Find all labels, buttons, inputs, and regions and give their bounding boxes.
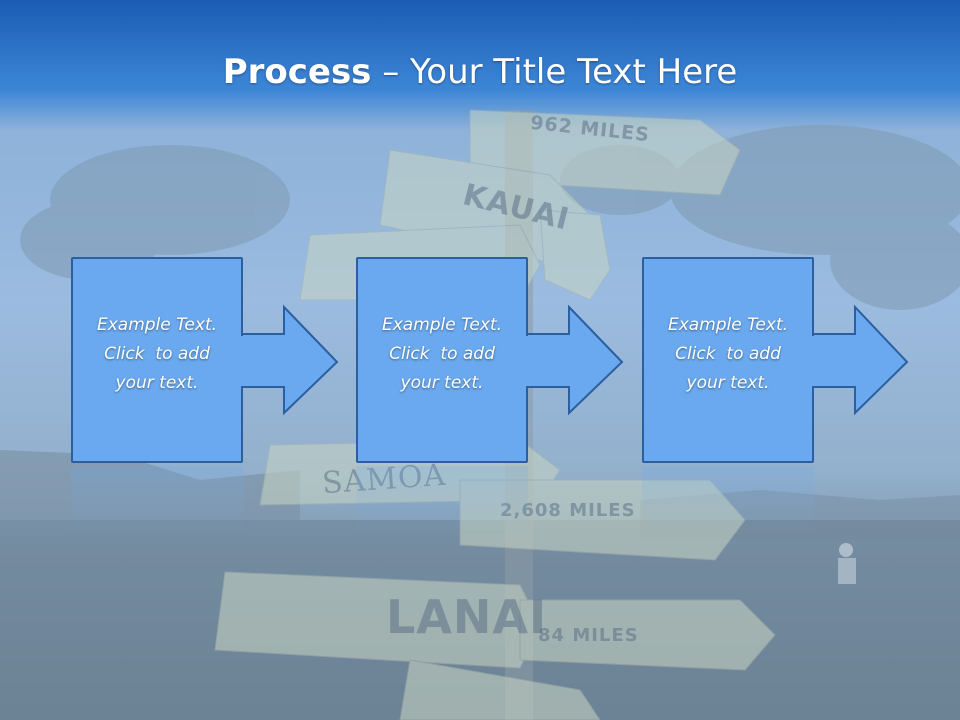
step-box: [642, 257, 814, 463]
slide-title[interactable]: Process – Your Title Text Here: [0, 52, 960, 92]
background-sign-text: 2,608 MILES: [500, 500, 636, 521]
step-label-line-3: your text.: [400, 373, 484, 393]
background-sign-text: 84 MILES: [538, 625, 639, 646]
step-box: [356, 257, 528, 463]
step-label-line-2: Click to add: [104, 344, 210, 364]
step-label-line-1: Example Text.: [96, 315, 218, 335]
step-box: [71, 257, 243, 463]
step-label-line-2: Click to add: [389, 344, 495, 364]
right-arrow-icon: [806, 304, 909, 416]
step-label-line-2: Click to add: [675, 344, 781, 364]
step-label-line-3: your text.: [115, 373, 199, 393]
step-label-line-1: Example Text.: [381, 315, 503, 335]
background-sign-text: LANAI: [386, 590, 548, 644]
step-box-reflection: [356, 466, 528, 536]
step-label-line-3: your text.: [686, 373, 770, 393]
title-bold: Process: [222, 52, 372, 92]
step-label-line-1: Example Text.: [667, 315, 789, 335]
arrow-cover: [808, 336, 820, 386]
title-rest: – Your Title Text Here: [371, 52, 738, 92]
step-label[interactable]: Example Text. Click to add your text.: [71, 311, 243, 398]
arrow-cover: [237, 336, 249, 386]
right-arrow-icon: [235, 304, 339, 416]
step-label[interactable]: Example Text. Click to add your text.: [642, 311, 814, 398]
arrow-cover: [522, 336, 534, 386]
step-box-reflection: [642, 466, 814, 536]
step-label[interactable]: Example Text. Click to add your text.: [356, 311, 528, 398]
right-arrow-icon: [520, 304, 624, 416]
step-box-reflection: [71, 466, 243, 536]
